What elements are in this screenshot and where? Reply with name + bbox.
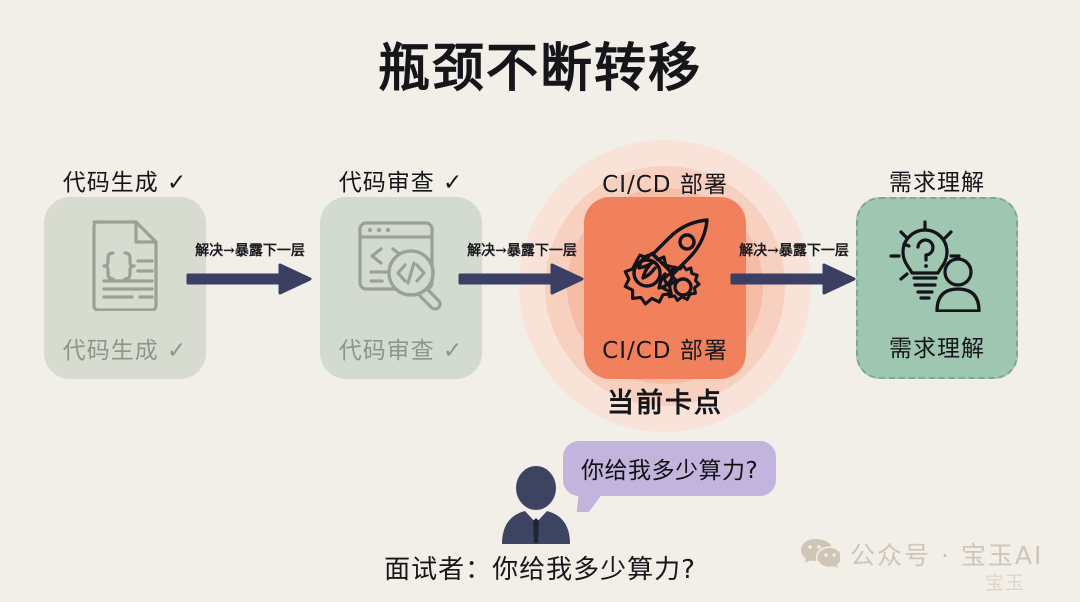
stage-card-code-review[interactable]: 代码审查 ✓ [320, 197, 482, 379]
stage-card-code-generation[interactable]: 代码生成 ✓ [44, 197, 206, 379]
interviewer-caption: 面试者：你给我多少算力? [384, 555, 696, 585]
person-silhouette-icon [502, 466, 570, 544]
watermark-subtext: 宝玉 [985, 572, 1026, 594]
bottleneck-caption: 当前卡点 [607, 388, 723, 419]
stage-label-code-generation: 代码生成 ✓ [62, 338, 188, 364]
stage-header-requirements: 需求理解 [889, 170, 985, 196]
arrow-label-2: 解决→暴露下一层 [467, 243, 577, 259]
wechat-icon [801, 539, 840, 568]
speech-bubble: 你给我多少算力? [563, 441, 777, 496]
stage-card-cicd-deploy[interactable]: CI/CD 部署 [584, 197, 746, 379]
stage-header-cicd-deploy: CI/CD 部署 [602, 172, 728, 198]
stage-label-cicd-deploy: CI/CD 部署 [602, 338, 728, 364]
rocket-gears-icon [584, 197, 746, 331]
arrow-label-3: 解决→暴露下一层 [739, 243, 849, 259]
arrow-shape-2 [458, 263, 584, 295]
watermark: 公众号 · 宝玉AI [800, 536, 1043, 572]
lightbulb-question-person-icon [858, 199, 1016, 329]
stage-card-requirements[interactable]: 需求理解 [856, 197, 1018, 379]
watermark-text: 公众号 · 宝玉AI [850, 541, 1044, 570]
interviewer-avatar [498, 466, 574, 549]
transition-arrow-1: 解决→暴露下一层 [186, 240, 314, 296]
stage-header-code-review: 代码审查 ✓ [338, 170, 464, 196]
arrow-label-1: 解决→暴露下一层 [195, 243, 305, 259]
transition-arrow-2: 解决→暴露下一层 [458, 240, 586, 296]
arrow-shape-1 [186, 263, 312, 295]
stage-label-code-review: 代码审查 ✓ [338, 338, 464, 364]
code-review-magnifier-icon [320, 197, 482, 331]
stage-label-requirements: 需求理解 [889, 336, 985, 362]
code-document-icon [44, 197, 206, 331]
transition-arrow-3: 解决→暴露下一层 [730, 240, 858, 296]
arrow-shape-3 [730, 263, 856, 295]
stage-header-code-generation: 代码生成 ✓ [62, 170, 188, 196]
page-title: 瓶颈不断转移 [377, 39, 702, 99]
